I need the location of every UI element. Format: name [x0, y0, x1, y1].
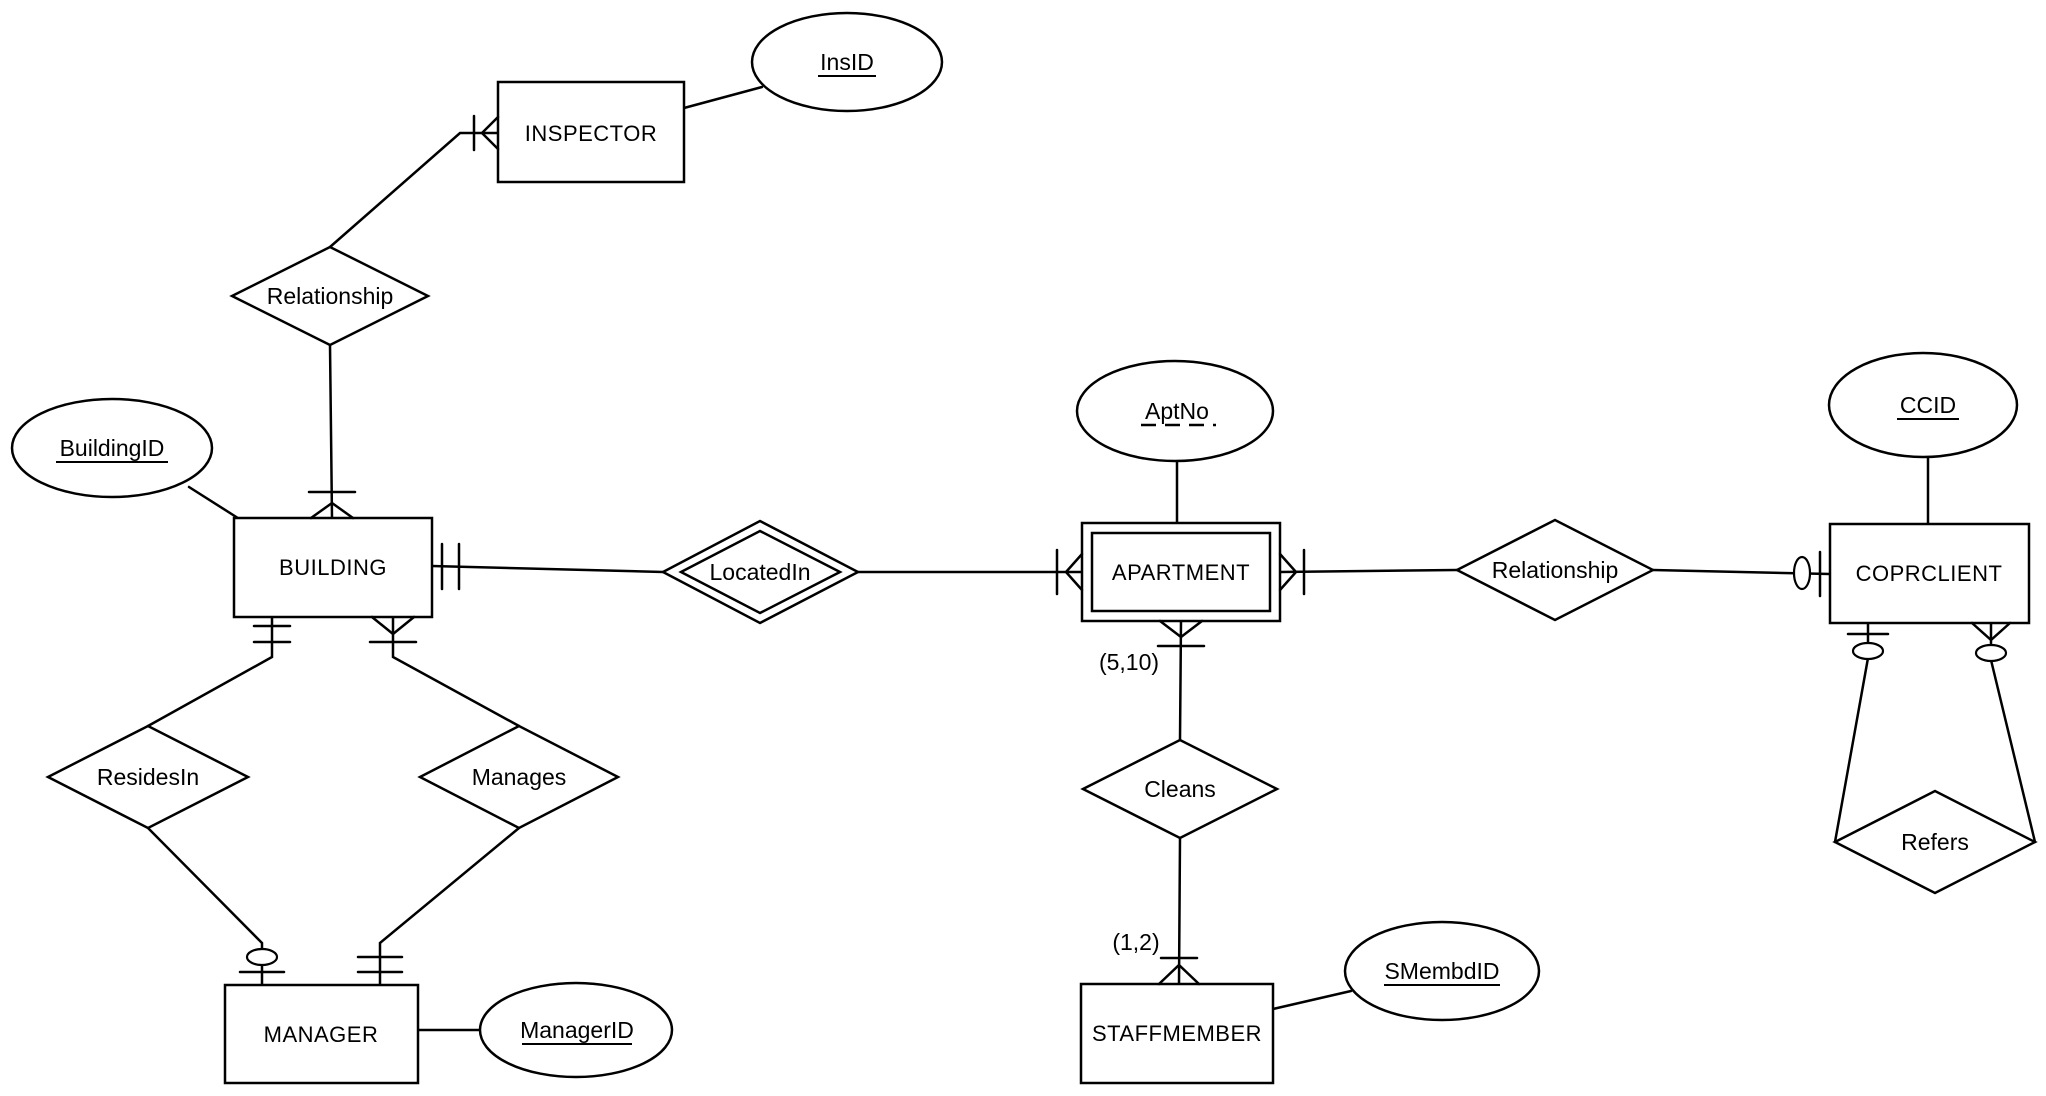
crowfoot-many-icon — [1970, 621, 2012, 642]
attribute-aptno-ellipse — [1075, 359, 1275, 463]
line-building-buildingid — [187, 485, 243, 522]
line-building-manages — [391, 615, 521, 728]
connectors — [146, 85, 2037, 1032]
crowfoot-many-icon — [309, 501, 355, 520]
attribute-buildingid-label: BuildingID — [60, 435, 165, 461]
relationship-relationshiptop-diamond — [229, 245, 431, 347]
crowfoot-many-icon — [480, 115, 500, 151]
entity-inspector-label: INSPECTOR — [525, 121, 657, 146]
zero-circle-icon — [1851, 641, 1885, 661]
zero-circle-icon — [1792, 555, 1812, 591]
entity-manager — [223, 983, 420, 1085]
attribute-aptno-label: AptNo — [1145, 398, 1209, 424]
zero-circle-icon — [1974, 643, 2008, 663]
entity-coprclient-label: COPRCLIENT — [1856, 561, 2003, 586]
relationship-relationshipright-label: Relationship — [1492, 557, 1619, 583]
relationship-locatedin-label: LocatedIn — [709, 559, 810, 585]
line-manages-manager — [378, 826, 521, 987]
attribute-insid-label: InsID — [820, 49, 874, 75]
crowfoot-many-icon — [1278, 552, 1298, 592]
attribute-ccid-ellipse — [1827, 351, 2019, 459]
line-apartment-relationshipright — [1278, 568, 1459, 574]
zero-circle-icon — [245, 947, 279, 967]
entity-inspector — [496, 80, 686, 184]
attribute-buildingid-ellipse — [10, 397, 214, 499]
entity-staffmember-label: STAFFMEMBER — [1092, 1021, 1262, 1046]
line-inspector-insid — [682, 85, 764, 110]
line-apartment-cleans — [1178, 619, 1183, 742]
entity-coprclient — [1828, 522, 2031, 625]
cardinality-staffmember-cleans-label: (1,2) — [1112, 929, 1159, 955]
relationship-cleans-diamond — [1080, 738, 1280, 840]
entity-building-label: BUILDING — [279, 555, 387, 580]
relationship-refers-diamond — [1832, 789, 2038, 895]
crowfoot-many-icon — [1064, 552, 1084, 592]
line-staffmember-smembdid — [1271, 989, 1353, 1011]
line-residesin-manager — [146, 826, 264, 987]
cardinality-apartment-cleans-label: (5,10) — [1099, 649, 1159, 675]
attribute-managerid-label: ManagerID — [520, 1017, 634, 1043]
relationship-manages-label: Manages — [472, 764, 567, 790]
line-relationshiptop-building — [328, 343, 334, 520]
crowfoot-many-icon — [1157, 963, 1201, 986]
attribute-ccid-label: CCID — [1900, 392, 1956, 418]
relationship-relationshiptop-label: Relationship — [267, 283, 394, 309]
line-building-locatedin — [430, 564, 665, 574]
attribute-managerid-ellipse — [478, 981, 674, 1079]
attribute-smembdid-ellipse — [1343, 920, 1541, 1022]
relationship-residesin-diamond — [45, 724, 251, 830]
key-underlines — [56, 75, 1959, 1045]
entity-apartment-inner — [1090, 531, 1272, 613]
entity-staffmember — [1079, 982, 1275, 1085]
labels: INSPECTOR BUILDING MANAGER APARTMENT STA… — [60, 49, 2003, 1047]
shapes — [10, 11, 2038, 1085]
cardinality-glyphs — [238, 114, 2012, 986]
attribute-insid-ellipse — [750, 11, 944, 113]
relationship-relationshipright-diamond — [1454, 518, 1656, 622]
entity-building — [232, 516, 434, 619]
attribute-smembdid-label: SMembdID — [1384, 958, 1499, 984]
relationship-refers-label: Refers — [1901, 829, 1969, 855]
line-cleans-staffmember — [1177, 836, 1182, 986]
crowfoot-many-icon — [370, 615, 416, 636]
entity-apartment-label: APARTMENT — [1112, 560, 1250, 585]
entity-manager-label: MANAGER — [264, 1022, 379, 1047]
relationship-cleans-label: Cleans — [1144, 776, 1216, 802]
crowfoot-many-icon — [1158, 619, 1204, 639]
line-building-residesin — [146, 615, 274, 728]
relationship-manages-diamond — [417, 724, 621, 830]
relationship-residesin-label: ResidesIn — [97, 764, 199, 790]
relationship-locatedin-diamond-inner — [678, 529, 843, 615]
line-relationshiptop-inspector — [328, 131, 500, 249]
